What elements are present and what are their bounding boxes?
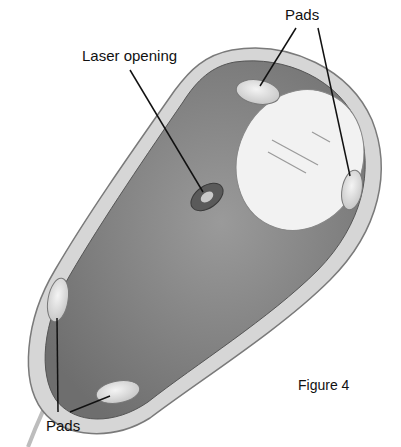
laser-lens — [199, 189, 216, 204]
pad — [44, 277, 71, 324]
pad-label: Pads — [285, 7, 319, 24]
pad — [94, 377, 141, 406]
label-sticker — [213, 69, 386, 252]
sticker-print — [268, 132, 330, 173]
pad-label: Pads — [46, 418, 80, 435]
pad — [234, 76, 281, 107]
figure-caption: Figure 4 — [298, 378, 349, 393]
leader-lines — [57, 28, 350, 412]
laser-opening — [186, 178, 228, 217]
pad — [339, 169, 366, 212]
part-label: Laser opening — [82, 48, 177, 65]
